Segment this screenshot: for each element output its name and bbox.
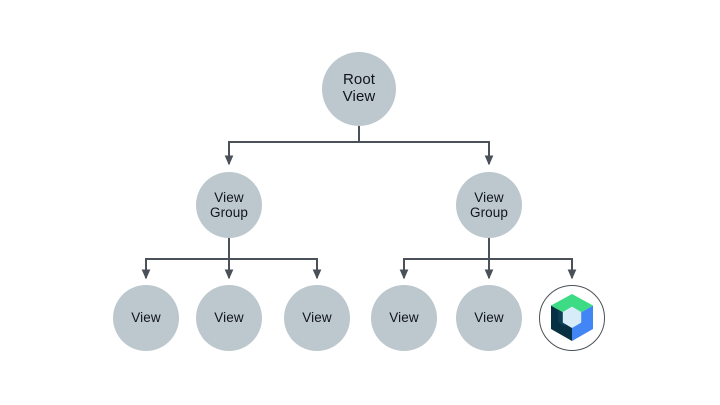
edge-root-to-group-left — [224, 126, 360, 166]
node-compose-logo[interactable] — [539, 285, 605, 351]
jetpack-compose-logo-icon — [548, 293, 596, 343]
edge-group-right-to-compose-logo — [488, 238, 577, 280]
edge-group-right-to-view-4 — [399, 238, 490, 280]
node-view-5[interactable]: View — [456, 285, 522, 351]
node-view-4-label: View — [389, 310, 419, 326]
node-view-1-label: View — [131, 310, 161, 326]
node-view-4[interactable]: View — [371, 285, 437, 351]
node-view-group-left-label: View Group — [209, 189, 249, 220]
edge-group-left-to-view-1 — [141, 238, 230, 280]
node-view-group-right[interactable]: View Group — [456, 172, 522, 238]
node-root-view[interactable]: Root View — [322, 52, 396, 126]
node-view-group-right-label: View Group — [469, 189, 509, 220]
node-view-3[interactable]: View — [284, 285, 350, 351]
node-view-2[interactable]: View — [196, 285, 262, 351]
node-view-2-label: View — [214, 310, 244, 326]
node-view-1[interactable]: View — [113, 285, 179, 351]
node-root-view-label: Root View — [342, 71, 376, 105]
node-view-5-label: View — [474, 310, 504, 326]
node-view-group-left[interactable]: View Group — [196, 172, 262, 238]
edge-root-to-group-right — [358, 126, 494, 166]
edge-group-left-to-view-3 — [228, 238, 322, 280]
node-view-3-label: View — [302, 310, 332, 326]
